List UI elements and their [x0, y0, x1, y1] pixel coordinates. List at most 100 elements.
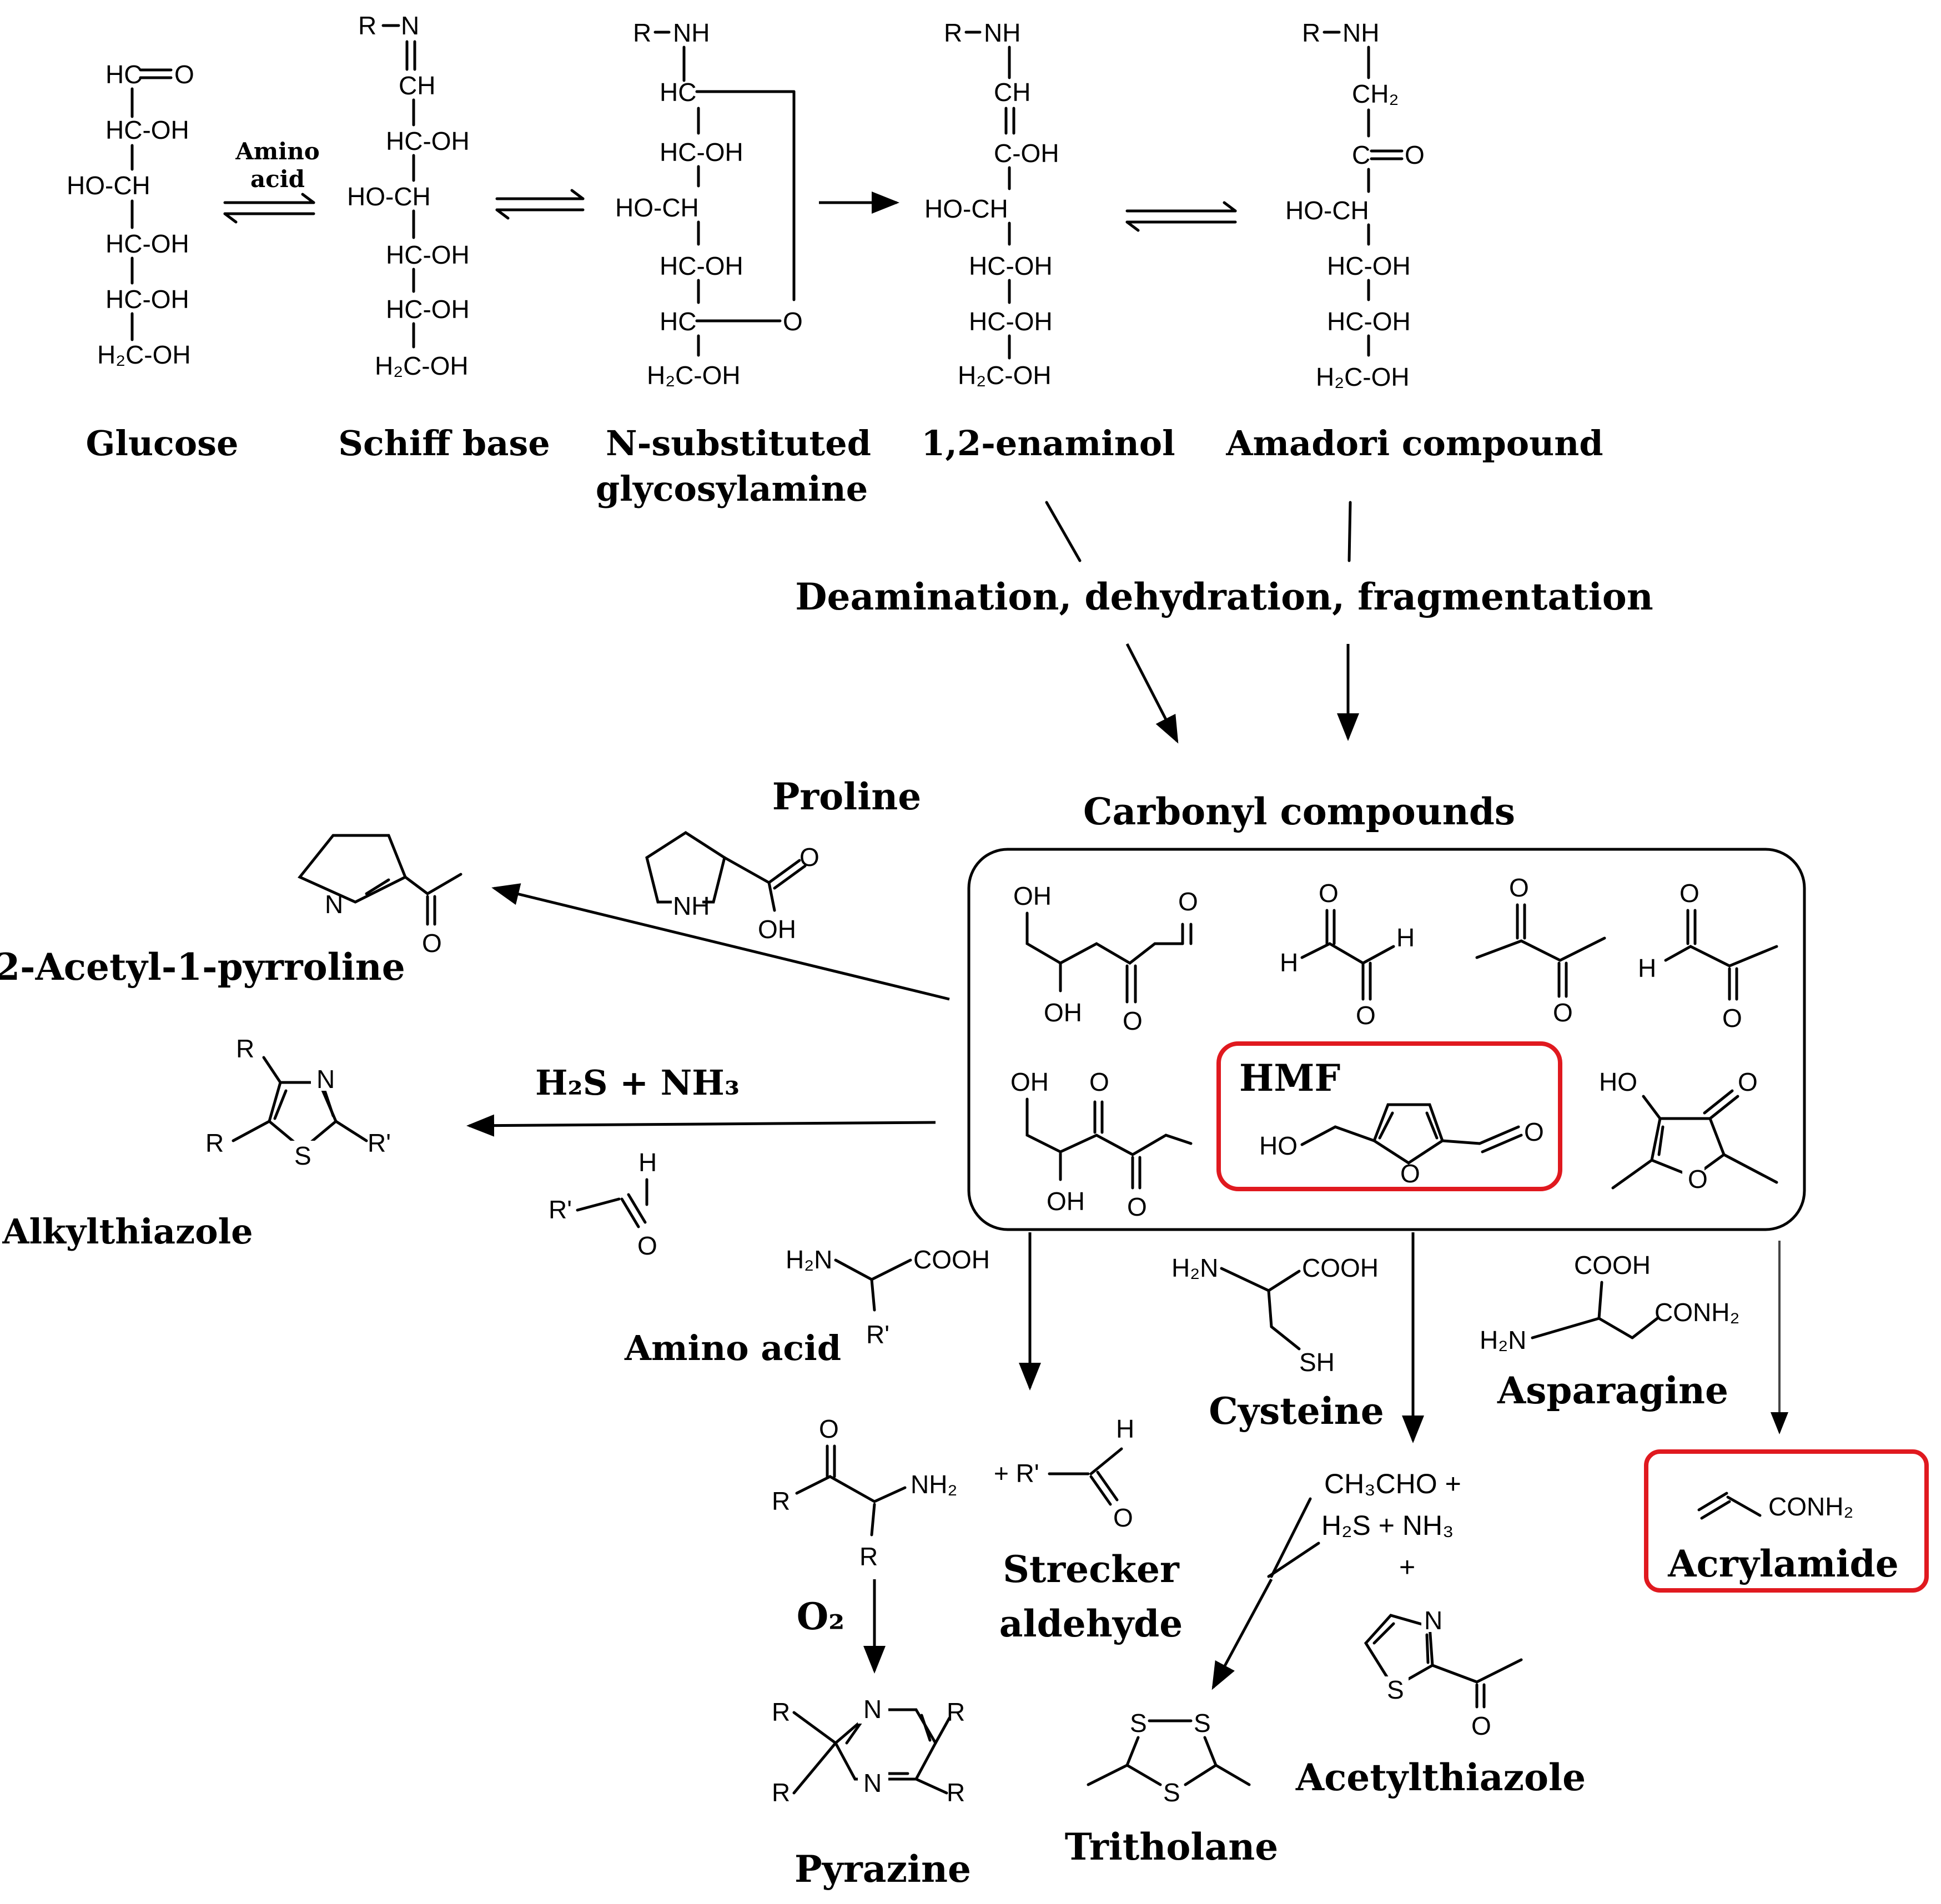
- svg-text:NH: NH: [673, 18, 710, 47]
- acetylpyrroline-structure: N O: [298, 834, 462, 958]
- svg-text:H: H: [638, 1148, 657, 1177]
- svg-text:+ R': + R': [994, 1459, 1039, 1488]
- pyrazine-structure: N N R R R R: [772, 1693, 965, 1807]
- svg-text:HO-CH: HO-CH: [67, 171, 150, 200]
- acetaldehyde-text: CH₃CHO +: [1324, 1468, 1461, 1499]
- svg-text:HC-OH: HC-OH: [386, 240, 470, 269]
- svg-text:S: S: [1163, 1778, 1180, 1807]
- svg-text:HC-OH: HC-OH: [660, 251, 743, 280]
- svg-text:O: O: [1405, 140, 1425, 169]
- carbonyl-compounds-label: Carbonyl compounds: [1083, 790, 1515, 833]
- svg-text:R: R: [236, 1034, 254, 1063]
- alkylthiazole-label: Alkylthiazole: [2, 1211, 253, 1252]
- svg-text:R': R': [368, 1129, 391, 1157]
- svg-text:O: O: [1524, 1117, 1544, 1146]
- svg-text:HO-CH: HO-CH: [924, 194, 1008, 223]
- proline-arrow: [491, 883, 950, 1001]
- svg-text:N: N: [863, 1769, 882, 1797]
- svg-text:CONH₂: CONH₂: [1655, 1298, 1739, 1327]
- svg-text:HO-CH: HO-CH: [615, 193, 699, 222]
- svg-text:O: O: [799, 843, 819, 872]
- schiff-base-label: Schiff base: [338, 423, 550, 464]
- svg-text:H₂C-OH: H₂C-OH: [97, 340, 191, 369]
- svg-text:N: N: [401, 11, 419, 40]
- strecker-label-line1: Strecker: [1003, 1548, 1180, 1591]
- svg-text:R: R: [205, 1129, 224, 1157]
- asparagine-label: Asparagine: [1497, 1369, 1728, 1412]
- oxygen-label: O₂: [797, 1595, 844, 1638]
- svg-text:R: R: [772, 1698, 790, 1726]
- glycosylamine-label: glycosylamine: [596, 469, 868, 509]
- deamination-label: Deamination, dehydration, fragmentation: [795, 575, 1653, 618]
- svg-text:COOH: COOH: [913, 1245, 990, 1274]
- svg-text:H: H: [1638, 954, 1656, 983]
- equilibrium-arrow-3: [1125, 201, 1237, 232]
- h2s-nh3-label: H₂S + NH₃: [535, 1062, 740, 1103]
- svg-text:S: S: [294, 1141, 311, 1170]
- diacetyl-structure: O O: [1475, 873, 1606, 1027]
- svg-text:H₂N: H₂N: [786, 1245, 832, 1274]
- amino-label-line1: Amino: [235, 138, 320, 165]
- svg-text:HC-OH: HC-OH: [105, 285, 189, 314]
- svg-text:O: O: [1113, 1503, 1133, 1532]
- svg-text:CH: CH: [399, 71, 435, 100]
- svg-text:HC: HC: [105, 60, 142, 89]
- furanone-structure: HO O O: [1599, 1067, 1778, 1193]
- acetylpyrroline-label: 2-Acetyl-1-pyrroline: [0, 945, 405, 989]
- strecker-label-line2: aldehyde: [999, 1602, 1183, 1645]
- strecker-aldehyde-structure: + R' H O: [994, 1414, 1134, 1532]
- tritholane-label: Tritholane: [1065, 1825, 1278, 1868]
- svg-text:O: O: [783, 307, 803, 336]
- svg-text:O: O: [819, 1414, 839, 1443]
- svg-text:R: R: [772, 1487, 790, 1515]
- svg-text:H₂C-OH: H₂C-OH: [1316, 362, 1410, 391]
- svg-text:HC: HC: [660, 307, 696, 336]
- svg-text:H₂C-OH: H₂C-OH: [958, 361, 1052, 390]
- svg-text:N: N: [325, 890, 343, 919]
- glucose-label: Glucose: [86, 423, 238, 464]
- hmf-label: HMF: [1239, 1056, 1340, 1100]
- h2s-nh3-products: H₂S + NH₃: [1321, 1510, 1454, 1541]
- svg-text:C: C: [1352, 140, 1370, 169]
- svg-text:NH₂: NH₂: [911, 1470, 957, 1499]
- glyoxal-structure: O H O H: [1280, 879, 1415, 1030]
- svg-text:NH: NH: [984, 18, 1020, 47]
- svg-text:S: S: [1387, 1675, 1404, 1704]
- cysteine-label: Cysteine: [1209, 1389, 1384, 1433]
- svg-text:COOH: COOH: [1574, 1251, 1651, 1280]
- svg-text:R: R: [947, 1698, 965, 1726]
- equilibrium-arrow-2: [495, 189, 585, 220]
- svg-text:H₂C-OH: H₂C-OH: [647, 361, 741, 390]
- svg-text:R: R: [944, 18, 962, 47]
- n-substituted-label: N-substituted: [606, 423, 871, 464]
- svg-text:O: O: [1688, 1165, 1708, 1193]
- svg-text:O: O: [1679, 879, 1699, 908]
- svg-text:O: O: [1319, 879, 1339, 908]
- svg-text:HC-OH: HC-OH: [386, 295, 470, 324]
- svg-text:R: R: [358, 11, 376, 40]
- svg-text:HC-OH: HC-OH: [660, 138, 743, 167]
- branch-arrow: [1211, 1497, 1320, 1690]
- svg-text:NH: NH: [1342, 18, 1379, 47]
- svg-text:HC-OH: HC-OH: [1327, 251, 1411, 280]
- aminoketone-structure: O R NH₂ R: [772, 1414, 957, 1571]
- proline-structure: NH O OH: [645, 831, 819, 944]
- acrylamide-structure: CONH₂: [1697, 1492, 1853, 1521]
- plus-sign: +: [1399, 1552, 1415, 1583]
- svg-text:OH: OH: [1044, 998, 1082, 1027]
- svg-text:H: H: [1280, 948, 1298, 977]
- methylglyoxal-structure: O H O: [1638, 879, 1778, 1032]
- svg-text:SH: SH: [1299, 1348, 1335, 1377]
- svg-text:O: O: [1471, 1711, 1491, 1740]
- degradation-arrows: [1045, 501, 1359, 744]
- hmf-structure: HO O O: [1259, 1103, 1544, 1188]
- svg-text:HC-OH: HC-OH: [1327, 307, 1411, 336]
- svg-text:O: O: [1123, 1006, 1143, 1035]
- amino-acid-reagent-label: Amino acid: [235, 138, 320, 193]
- svg-text:O: O: [1738, 1067, 1758, 1096]
